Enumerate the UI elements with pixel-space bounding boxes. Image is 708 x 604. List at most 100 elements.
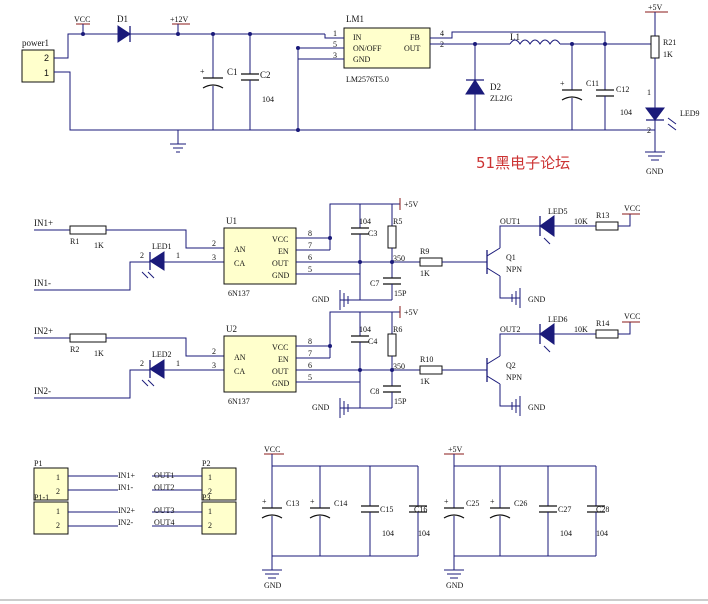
- svg-text:U2: U2: [226, 324, 237, 334]
- svg-text:104: 104: [620, 108, 632, 117]
- svg-text:GND: GND: [272, 379, 290, 388]
- svg-text:15P: 15P: [394, 397, 407, 406]
- capacitor-c14: + C14: [309, 466, 347, 556]
- svg-text:R9: R9: [420, 247, 429, 256]
- svg-text:OUT2: OUT2: [154, 483, 174, 492]
- svg-text:FB: FB: [410, 33, 420, 42]
- resistor-r13: R13 10K: [574, 211, 619, 231]
- svg-text:GND: GND: [353, 55, 371, 64]
- svg-text:C27: C27: [558, 505, 571, 514]
- svg-text:8: 8: [308, 337, 312, 346]
- v5-symbol-top: +5V: [645, 3, 668, 36]
- connector-p1: P1 1 2: [33, 459, 69, 501]
- resistor-r10: R10 1K: [419, 355, 443, 386]
- svg-text:R14: R14: [596, 319, 609, 328]
- svg-text:R21: R21: [663, 38, 676, 47]
- svg-text:VCC: VCC: [272, 235, 288, 244]
- svg-text:OUT1: OUT1: [154, 471, 174, 480]
- svg-text:P1: P1: [34, 459, 42, 468]
- svg-text:LM1: LM1: [346, 14, 364, 24]
- optocoupler-u2: U2 AN CA VCC EN OUT GND 6N137 2 3 8 7 6 …: [212, 324, 312, 406]
- svg-text:GND: GND: [312, 295, 330, 304]
- regulator-lm1: LM1 IN ON/OFF GND FB OUT LM2576T5.0 1 5 …: [333, 14, 444, 84]
- svg-text:+5V: +5V: [404, 200, 419, 209]
- capacitor-c7: C7 15P: [370, 262, 407, 300]
- inductor-l1: L1: [509, 32, 561, 45]
- svg-text:10K: 10K: [574, 325, 588, 334]
- svg-text:D2: D2: [490, 82, 501, 92]
- svg-text:C16: C16: [414, 505, 427, 514]
- svg-text:1: 1: [333, 29, 337, 38]
- svg-text:1K: 1K: [663, 50, 673, 59]
- svg-text:2: 2: [56, 521, 60, 530]
- svg-text:C4: C4: [368, 337, 377, 346]
- svg-text:R10: R10: [420, 355, 433, 364]
- junction-dot: [176, 32, 180, 36]
- svg-text:3: 3: [333, 51, 337, 60]
- svg-text:2: 2: [212, 239, 216, 248]
- diode-d2: D2 ZL2JG: [465, 44, 513, 130]
- capacitor-c2: C2 104: [241, 34, 274, 130]
- svg-text:power1: power1: [22, 38, 49, 48]
- svg-text:1K: 1K: [420, 269, 430, 278]
- v5-symbol-bank2: +5V: [444, 445, 464, 466]
- svg-text:D1: D1: [117, 14, 128, 24]
- gnd-symbol-q2: GND: [511, 396, 546, 416]
- capacitor-c12: C12 104: [596, 44, 632, 130]
- optocoupler-u1: U1 AN CA VCC EN OUT GND 6N137 2 3 8 7 6 …: [212, 216, 312, 298]
- label-in1n: IN1-: [34, 278, 51, 288]
- svg-text:LED2: LED2: [152, 350, 172, 359]
- svg-text:C26: C26: [514, 499, 527, 508]
- svg-text:+12V: +12V: [170, 15, 189, 24]
- svg-text:2: 2: [56, 487, 60, 496]
- capacitor-c28: C28 104: [587, 466, 609, 556]
- svg-text:C2: C2: [260, 70, 271, 80]
- svg-text:U1: U1: [226, 216, 237, 226]
- vcc-symbol-bank1: VCC: [264, 445, 284, 466]
- svg-text:VCC: VCC: [624, 312, 640, 321]
- svg-text:C1: C1: [227, 67, 238, 77]
- led-led2: LED2 2 1: [140, 350, 180, 387]
- svg-text:R5: R5: [393, 217, 402, 226]
- v5-symbol-ch2: +5V: [399, 306, 419, 318]
- resistor-r1: R1 1K: [69, 225, 107, 250]
- v5-symbol-ch1: +5V: [399, 198, 419, 210]
- junction-dot: [81, 32, 85, 36]
- svg-text:C8: C8: [370, 387, 379, 396]
- gnd-symbol-bank1: GND: [262, 569, 282, 590]
- svg-text:2: 2: [208, 487, 212, 496]
- capacitor-c8: C8 15P: [370, 370, 407, 408]
- svg-text:L1: L1: [510, 32, 520, 42]
- gnd-symbol-ch1: GND: [312, 290, 349, 310]
- svg-text:OUT4: OUT4: [154, 518, 174, 527]
- label-out2: OUT2: [500, 325, 520, 334]
- svg-text:3: 3: [212, 361, 216, 370]
- svg-text:IN2-: IN2-: [118, 518, 133, 527]
- capacitor-c3: 104 C3: [351, 204, 377, 300]
- svg-text:IN: IN: [353, 33, 362, 42]
- svg-text:C11: C11: [586, 79, 599, 88]
- svg-text:GND: GND: [646, 167, 664, 176]
- svg-text:LED9: LED9: [680, 109, 700, 118]
- svg-text:LED5: LED5: [548, 207, 568, 216]
- svg-text:1: 1: [176, 251, 180, 260]
- svg-text:2: 2: [647, 126, 651, 135]
- svg-text:AN: AN: [234, 353, 246, 362]
- transistor-q1: Q1 NPN: [486, 247, 522, 277]
- svg-text:NPN: NPN: [506, 265, 522, 274]
- capacitor-c11: + C11: [560, 44, 599, 130]
- capacitor-c25: + C25: [443, 466, 479, 556]
- svg-text:C7: C7: [370, 279, 379, 288]
- svg-text:1K: 1K: [94, 241, 104, 250]
- svg-text:3: 3: [212, 253, 216, 262]
- svg-text:1: 1: [56, 473, 60, 482]
- svg-text:GND: GND: [312, 403, 330, 412]
- label-in2p: IN2+: [34, 326, 53, 336]
- svg-text:OUT: OUT: [404, 44, 421, 53]
- svg-text:104: 104: [359, 325, 371, 334]
- svg-text:+: +: [490, 497, 495, 506]
- svg-text:EN: EN: [278, 355, 289, 364]
- svg-text:IN1+: IN1+: [118, 471, 135, 480]
- led-led1: LED1 2 1: [140, 242, 180, 279]
- svg-text:1: 1: [44, 68, 49, 78]
